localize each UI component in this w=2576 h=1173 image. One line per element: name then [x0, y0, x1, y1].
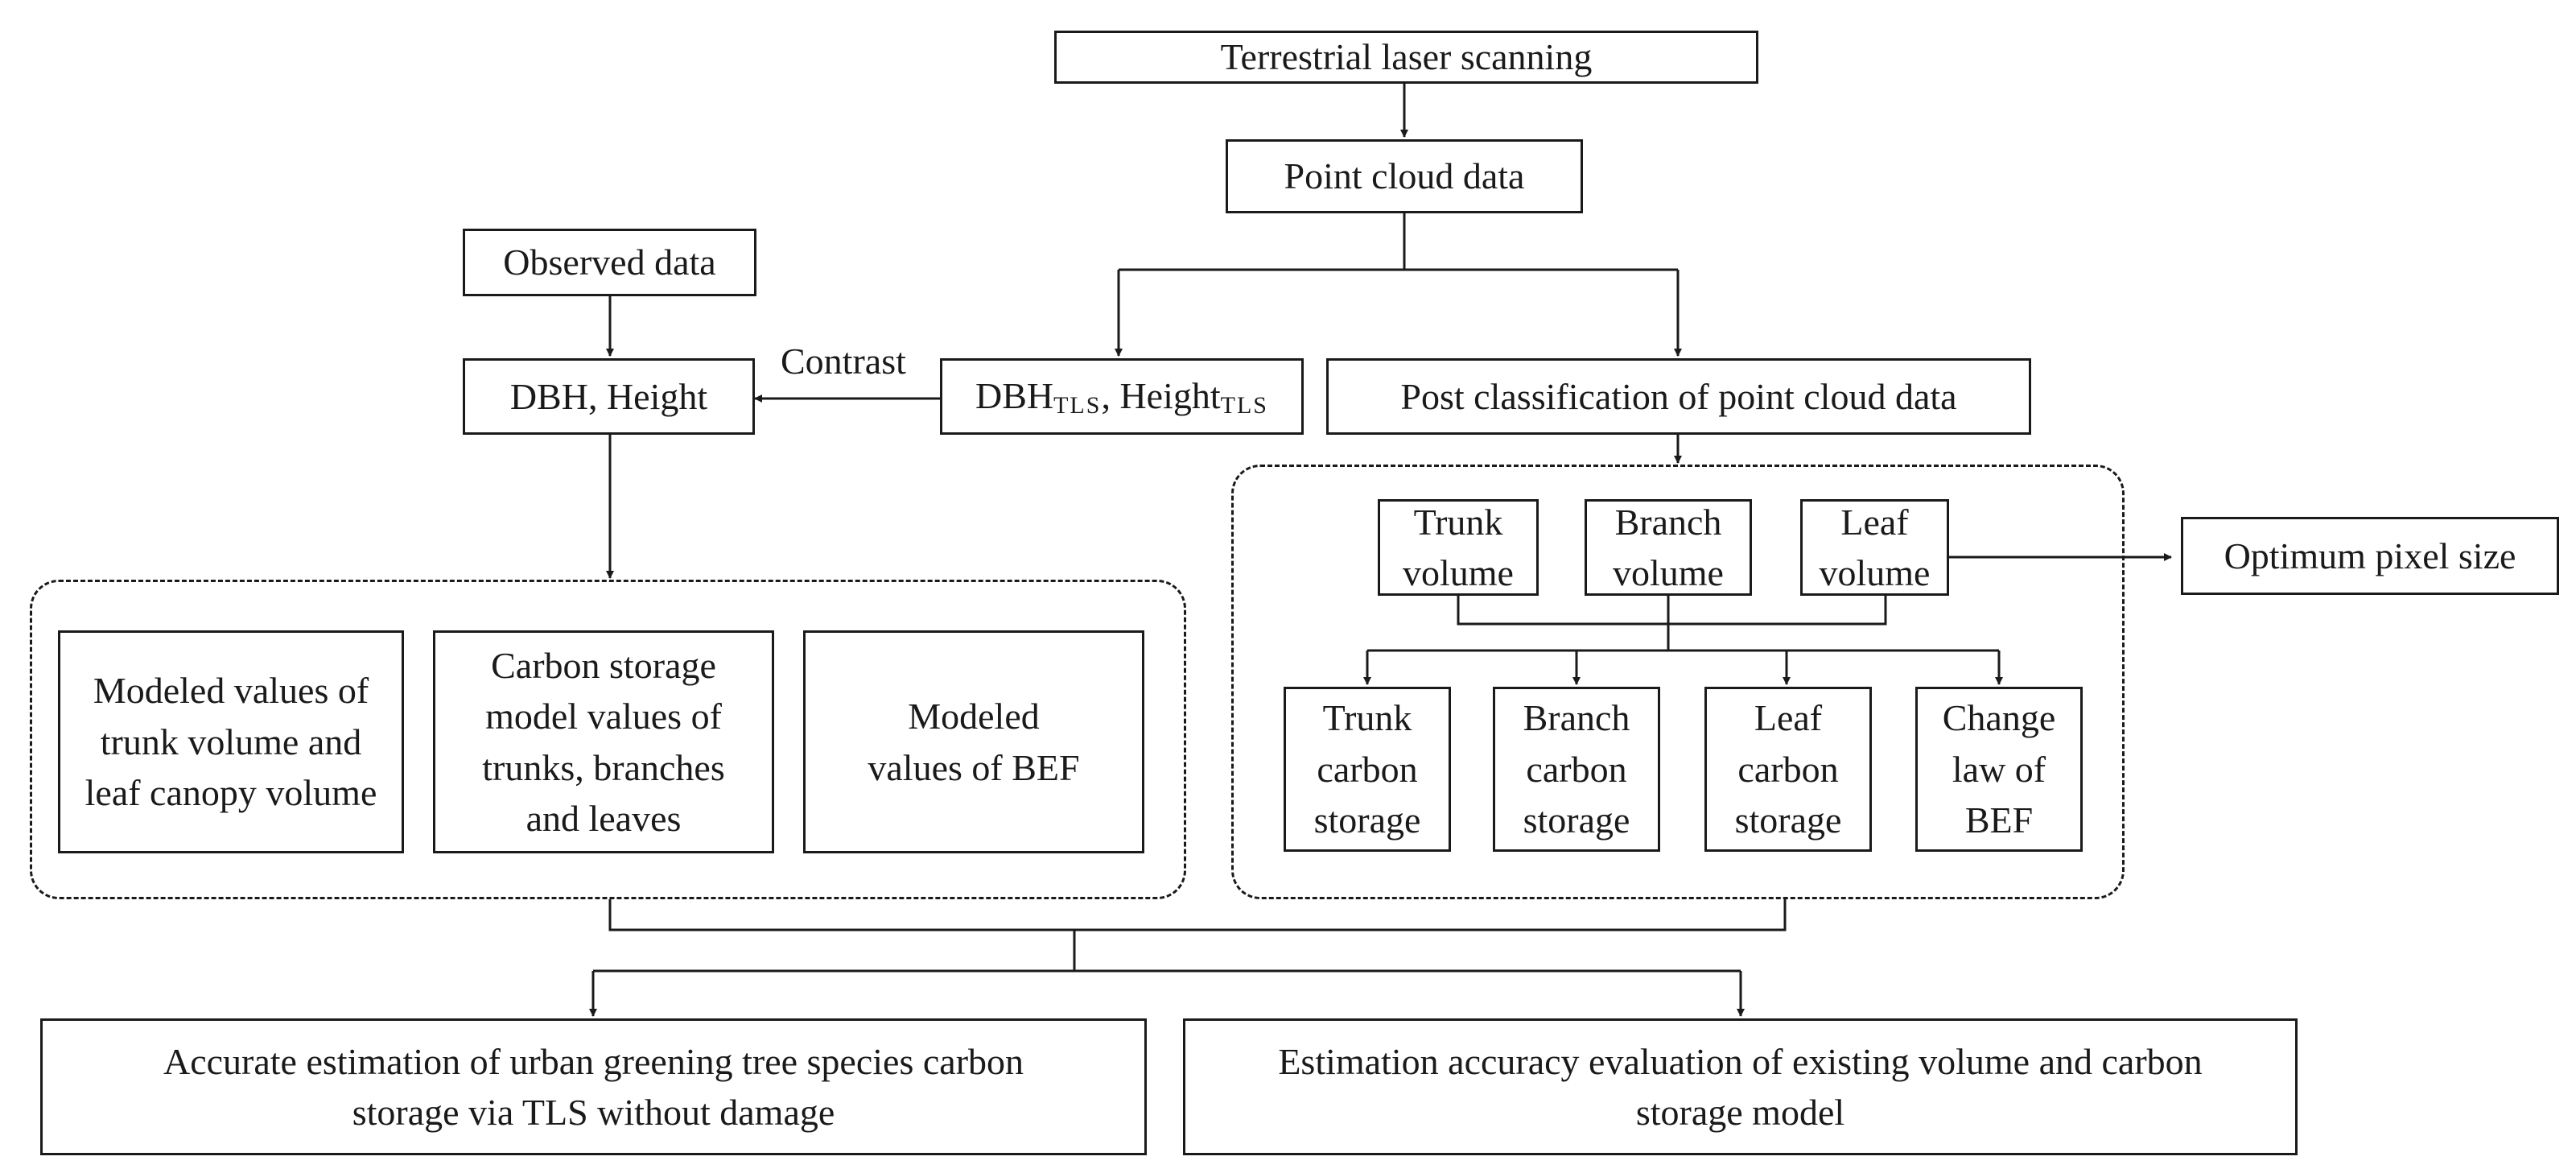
node-branch-carbon-storage: Branch carbon storage [1493, 687, 1660, 852]
height-tls-text: , Height [1101, 375, 1221, 417]
node-branch-volume: Branch volume [1585, 499, 1752, 596]
node-observed-data: Observed data [463, 229, 756, 296]
node-accuracy-evaluation: Estimation accuracy evaluation of existi… [1183, 1018, 2298, 1155]
node-leaf-carbon-storage: Leaf carbon storage [1704, 687, 1872, 852]
connector-pointcloud-split [1119, 213, 1678, 271]
node-point-cloud-data: Point cloud data [1226, 139, 1583, 213]
node-trunk-carbon-storage: Trunk carbon storage [1284, 687, 1451, 852]
dbh-tls-text: DBH [975, 375, 1054, 417]
node-accurate-estimation: Accurate estimation of urban greening tr… [40, 1018, 1147, 1155]
node-leaf-volume: Leaf volume [1800, 499, 1949, 596]
node-modeled-bef: Modeled values of BEF [803, 630, 1144, 853]
connector-groups-merge [593, 899, 1787, 973]
node-terrestrial-laser-scanning: Terrestrial laser scanning [1054, 31, 1758, 84]
node-carbon-storage-model-values: Carbon storage model values of trunks, b… [433, 630, 774, 853]
right-classification-group [1231, 465, 2125, 899]
node-optimum-pixel-size: Optimum pixel size [2181, 517, 2559, 595]
node-trunk-volume: Trunk volume [1378, 499, 1539, 596]
node-change-law-bef: Change law of BEF [1915, 687, 2083, 852]
node-post-classification: Post classification of point cloud data [1326, 358, 2031, 435]
left-model-group [30, 580, 1186, 899]
connector-volumes-merge [1367, 596, 1999, 652]
node-dbh-height-tls: DBHTLS, HeightTLS [940, 358, 1304, 435]
node-dbh-height: DBH, Height [463, 358, 755, 435]
edge-label-contrast: Contrast [781, 341, 906, 382]
dbh-tls-subscript: TLS [1053, 392, 1102, 419]
height-tls-subscript: TLS [1220, 392, 1268, 419]
node-modeled-trunk-leaf-volume: Modeled values of trunk volume and leaf … [58, 630, 404, 853]
